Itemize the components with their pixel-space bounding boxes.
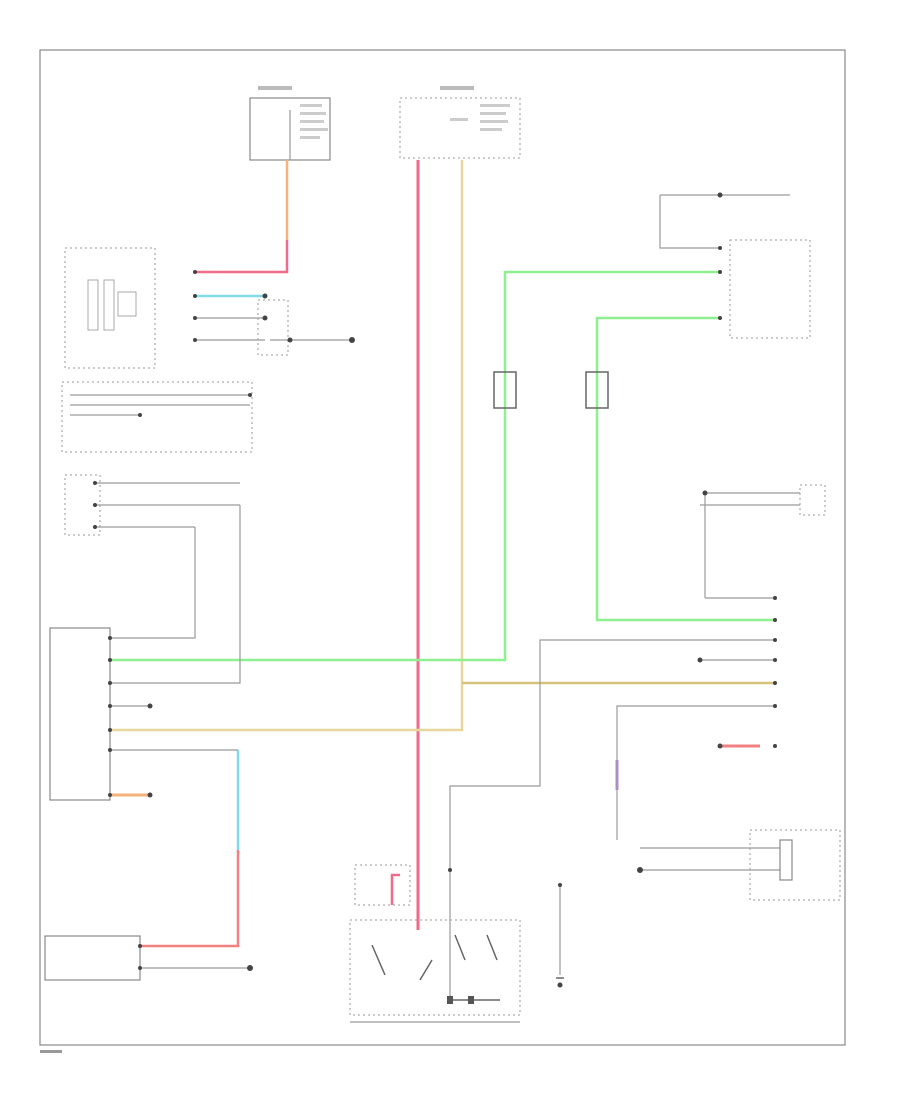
left-top-module <box>64 247 197 369</box>
right-top-module <box>717 192 811 339</box>
right-bottom-device <box>637 829 841 901</box>
right-mid-module <box>702 484 826 516</box>
wire-pink-branch <box>390 873 400 905</box>
wire-pink-fuse <box>195 240 289 274</box>
top-fuse-box-left <box>249 86 331 161</box>
junction-connector-left <box>257 293 355 356</box>
diagram-id-mark <box>40 1050 62 1053</box>
top-fuse-box-right <box>399 86 521 159</box>
ground-symbol <box>556 977 564 988</box>
wire-green-mid <box>595 316 775 622</box>
switch-assembly <box>349 864 521 1023</box>
bottom-left-device <box>44 935 253 981</box>
diagram-border <box>39 49 846 1046</box>
left-middle-module <box>61 381 253 453</box>
green-wire-fuse-right <box>585 371 609 409</box>
wire-green-top <box>110 270 720 662</box>
left-lower-module <box>64 474 101 536</box>
wire-red-bottom <box>140 850 240 948</box>
wire-tan-main <box>110 160 464 732</box>
left-ecu-box <box>49 627 153 801</box>
green-wire-fuse-left <box>493 371 517 409</box>
right-ecu-connector <box>697 596 777 749</box>
